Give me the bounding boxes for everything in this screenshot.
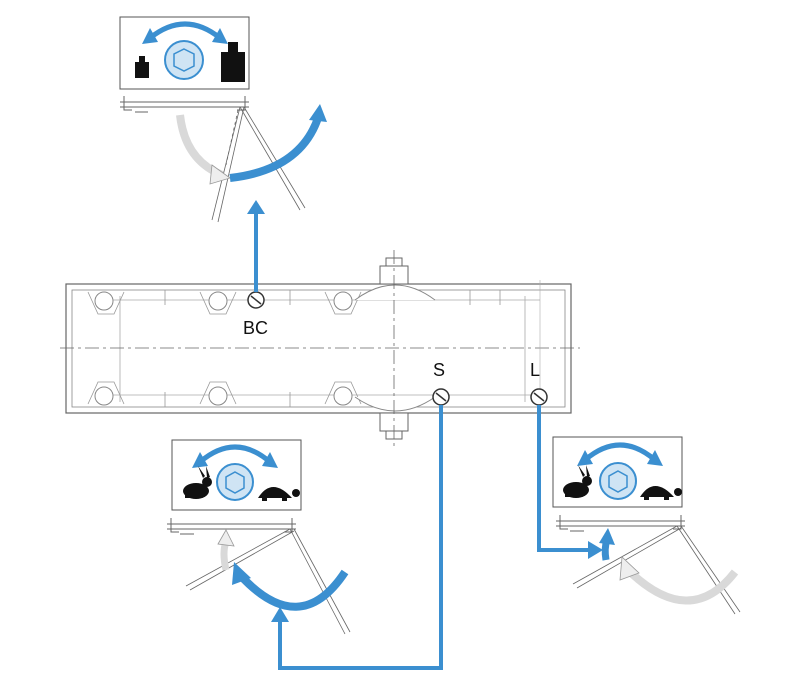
label-bc: BC: [243, 318, 268, 338]
connector-l: [537, 405, 603, 559]
label-l: L: [530, 360, 540, 380]
turtle-icon: [640, 486, 682, 500]
closer-body: [60, 250, 580, 450]
rabbit-icon: [183, 466, 212, 499]
valve-bc[interactable]: [247, 291, 265, 309]
connector-bc: [247, 200, 265, 292]
panel-latch: [552, 436, 741, 615]
valve-l[interactable]: [530, 388, 548, 406]
panel-backcheck: [119, 16, 327, 223]
rabbit-icon: [563, 465, 592, 498]
small-weight-icon: [135, 56, 149, 78]
label-s: S: [433, 360, 445, 380]
hex-nut-icon: [599, 462, 637, 500]
valve-s[interactable]: [432, 388, 450, 406]
large-weight-icon: [221, 42, 245, 82]
hex-nut-icon: [216, 463, 254, 501]
hex-nut-icon: [164, 40, 204, 80]
turtle-icon: [258, 487, 300, 501]
connector-s: [271, 405, 443, 670]
panel-speed: [167, 439, 351, 635]
